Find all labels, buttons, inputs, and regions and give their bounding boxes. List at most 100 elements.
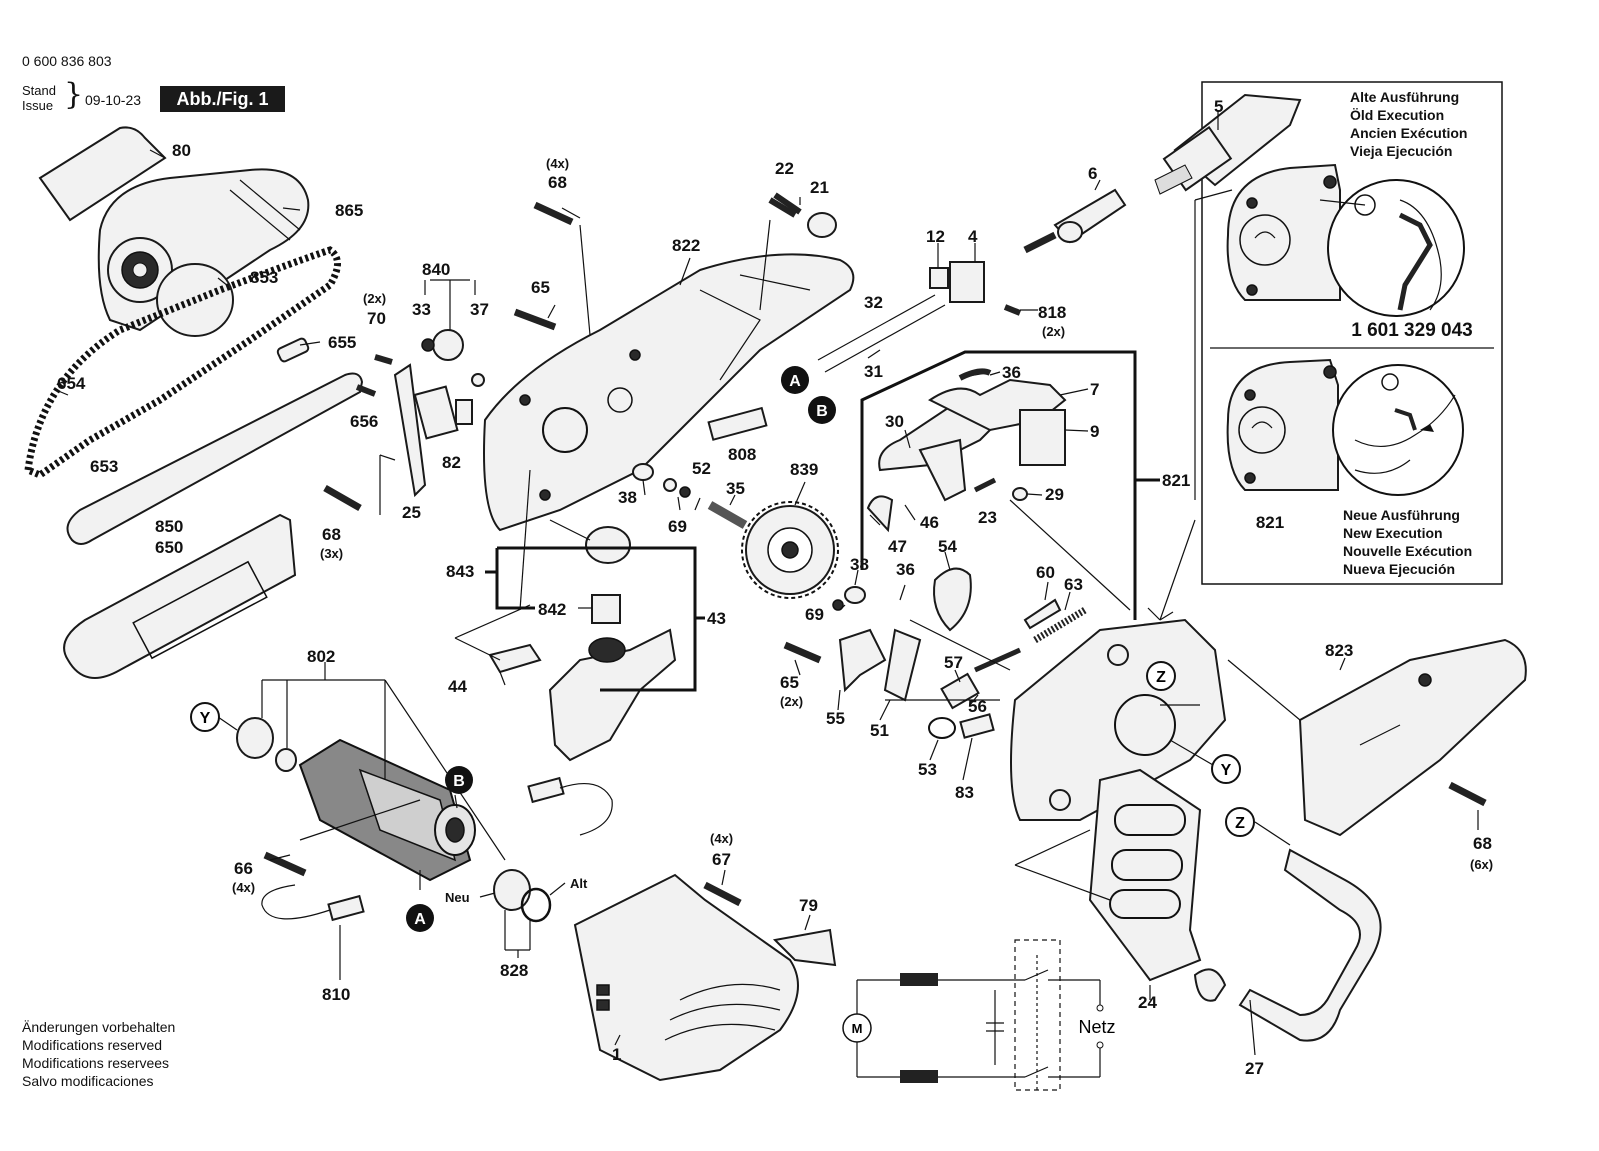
brake-parts — [838, 567, 1087, 739]
label-alt: Alt — [570, 876, 588, 891]
label-65-lower: 65 — [780, 673, 799, 692]
label-29: 29 — [1045, 485, 1064, 504]
guide-bar — [66, 372, 364, 545]
footer-line-es: Salvo modificaciones — [22, 1073, 154, 1089]
label-842: 842 — [538, 600, 566, 619]
callout-a-motor: A — [406, 904, 434, 932]
issue-label: Issue — [22, 98, 54, 113]
label-68-top: 68 — [548, 173, 567, 192]
motor-armature-802 — [236, 717, 476, 882]
gear-839 — [741, 501, 839, 599]
brace-glyph: } — [64, 77, 84, 112]
cover-823 — [1298, 638, 1527, 837]
label-53: 53 — [918, 760, 937, 779]
callout-y-right: Y — [1211, 754, 1241, 784]
label-70-qty: (2x) — [363, 291, 386, 306]
label-44: 44 — [448, 677, 467, 696]
plug-cord — [1023, 93, 1302, 254]
shaft-35 — [632, 463, 866, 611]
svg-text:A: A — [414, 911, 426, 928]
label-6: 6 — [1088, 164, 1097, 183]
label-7: 7 — [1090, 380, 1099, 399]
label-82: 82 — [442, 453, 461, 472]
label-32: 32 — [864, 293, 883, 312]
label-840: 840 — [422, 260, 450, 279]
label-808 — [707, 406, 768, 441]
label-5: 5 — [1214, 97, 1223, 116]
svg-text:B: B — [816, 403, 828, 420]
label-843: 843 — [446, 562, 474, 581]
chain-cover — [97, 168, 310, 332]
label-650: 650 — [155, 538, 183, 557]
handle-27 — [1238, 848, 1382, 1042]
label-56: 56 — [968, 697, 987, 716]
old-caption-fr: Ancien Exécution — [1350, 125, 1468, 141]
svg-text:B: B — [453, 773, 465, 790]
label-68-right: 68 — [1473, 834, 1492, 853]
hand-guard-24 — [1088, 768, 1202, 982]
label-12: 12 — [926, 227, 945, 246]
ring-alt — [520, 887, 552, 923]
label-38-left: 38 — [618, 488, 637, 507]
label-79: 79 — [799, 896, 818, 915]
label-655: 655 — [328, 333, 356, 352]
label-43: 43 — [707, 609, 726, 628]
label-plate-80 — [38, 126, 167, 222]
inset-panel: 1 601 329 043 821 — [1201, 81, 1503, 585]
bar-plate-655 — [276, 337, 310, 363]
old-part-number: 1 601 329 043 — [1351, 320, 1473, 341]
svg-text:Z: Z — [1235, 815, 1245, 832]
label-60: 60 — [1036, 563, 1055, 582]
old-execution-caption: Alte Ausführung Öld Execution Ancien Exé… — [1350, 88, 1467, 160]
label-69-right: 69 — [805, 605, 824, 624]
label-67-qty: (4x) — [710, 831, 733, 846]
footer-line-fr: Modifications reservees — [22, 1055, 170, 1071]
label-865: 865 — [335, 201, 363, 220]
label-47: 47 — [888, 537, 907, 556]
label-55: 55 — [826, 709, 845, 728]
footer-line-en: Modifications reserved — [22, 1037, 163, 1053]
main-housing-822 — [483, 253, 855, 532]
svg-text:Y: Y — [1221, 762, 1232, 779]
bearing-neu — [493, 869, 531, 911]
new-caption-fr: Nouvelle Exécution — [1343, 543, 1473, 559]
cable-810 — [261, 776, 613, 922]
label-653: 653 — [90, 457, 118, 476]
saw-chain — [24, 246, 341, 479]
part-labels: 80 865 853 654 655 656 (2x) 70 653 840 3… — [57, 97, 1493, 1078]
label-853: 853 — [250, 268, 278, 287]
spring-22 — [768, 197, 797, 218]
switch-block — [817, 261, 985, 373]
label-66-qty: (4x) — [232, 880, 255, 895]
oil-tank-43 — [488, 526, 677, 762]
label-52: 52 — [692, 459, 711, 478]
label-83: 83 — [955, 783, 974, 802]
label-63: 63 — [1064, 575, 1083, 594]
new-execution-caption: Neue Ausführung New Execution Nouvelle E… — [1343, 506, 1472, 578]
motor-housing-1 — [573, 873, 799, 1082]
label-65-lower-qty: (2x) — [780, 694, 803, 709]
label-69-left: 69 — [668, 517, 687, 536]
lever-assembly — [866, 368, 1067, 533]
label-68-left-qty: (3x) — [320, 546, 343, 561]
figure-label: Abb./Fig. 1 — [160, 86, 285, 112]
label-36-top: 36 — [1002, 363, 1021, 382]
label-656: 656 — [350, 412, 378, 431]
inset-old-housing — [1226, 163, 1465, 317]
label-68-left: 68 — [322, 525, 341, 544]
label-25: 25 — [402, 503, 421, 522]
part-79 — [772, 928, 837, 967]
label-36-right: 36 — [896, 560, 915, 579]
callout-b-motor: B — [445, 766, 473, 794]
label-68-top-qty: (4x) — [546, 156, 569, 171]
label-802: 802 — [307, 647, 335, 666]
stand-label: Stand — [22, 83, 56, 98]
old-caption-de: Alte Ausführung — [1350, 89, 1460, 105]
label-821: 821 — [1162, 471, 1190, 490]
label-818-qty: (2x) — [1042, 324, 1065, 339]
label-828: 828 — [500, 961, 528, 980]
figure-number: 0 600 836 803 — [22, 53, 112, 69]
stand-issue-label: Stand Issue — [22, 83, 56, 113]
issue-date: 09-10-23 — [85, 92, 142, 108]
